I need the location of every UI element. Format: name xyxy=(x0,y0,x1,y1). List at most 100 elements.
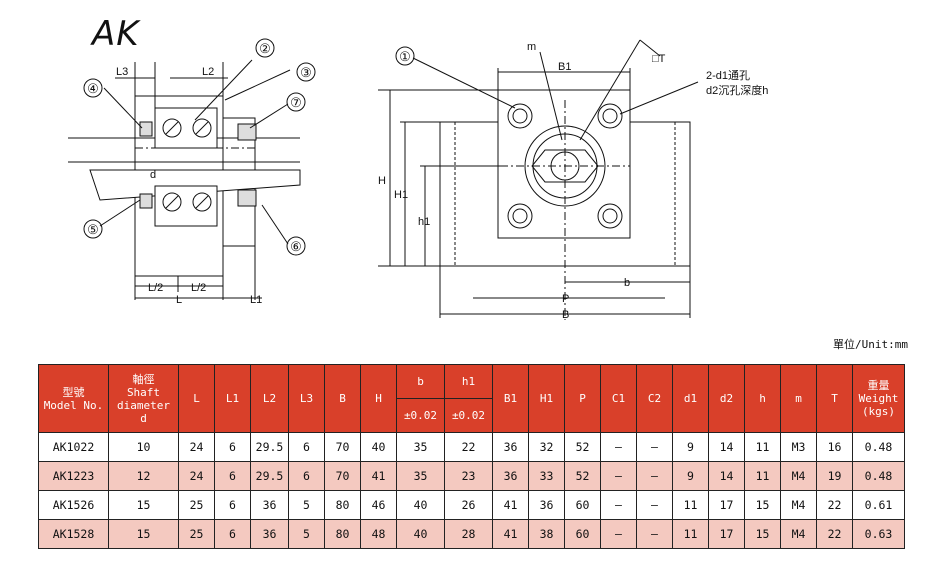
header-L3: L3 xyxy=(288,364,325,433)
table-cell: 32 xyxy=(528,432,565,462)
callout-1-label: ① xyxy=(399,49,411,64)
table-cell: 70 xyxy=(324,432,361,462)
table-cell: 41 xyxy=(492,519,529,549)
table-cell: 12 xyxy=(108,461,179,491)
table-cell: – xyxy=(636,519,673,549)
dim-B: B xyxy=(562,309,569,321)
callout-6 xyxy=(286,236,306,256)
table-cell: 26 xyxy=(444,490,493,520)
table-cell: 52 xyxy=(564,432,601,462)
table-cell: 80 xyxy=(324,519,361,549)
table-cell: 15 xyxy=(744,519,781,549)
table-cell: 16 xyxy=(816,432,853,462)
dim-L-half-1: L/2 xyxy=(148,282,163,294)
dim-L2: L2 xyxy=(202,66,214,78)
table-cell: 25 xyxy=(178,490,215,520)
table-cell: 5 xyxy=(288,519,325,549)
table-cell: 23 xyxy=(444,461,493,491)
table-cell: 29.5 xyxy=(250,461,289,491)
header-P: P xyxy=(564,364,601,433)
table-cell: 9 xyxy=(672,461,709,491)
header-H1: H1 xyxy=(528,364,565,433)
header-d1: d1 xyxy=(672,364,709,433)
header-B: B xyxy=(324,364,361,433)
table-cell: 24 xyxy=(178,461,215,491)
table-cell: 14 xyxy=(708,432,745,462)
table-cell: 6 xyxy=(214,461,251,491)
dim-T: □T xyxy=(652,53,666,65)
header-L: L xyxy=(178,364,215,433)
header-h: h xyxy=(744,364,781,433)
header-T: T xyxy=(816,364,853,433)
table-cell: 0.63 xyxy=(852,519,905,549)
table-cell: 11 xyxy=(672,490,709,520)
table-cell: 0.48 xyxy=(852,461,905,491)
table-cell: 40 xyxy=(396,490,445,520)
callout-5 xyxy=(83,219,103,239)
header-C1: C1 xyxy=(600,364,637,433)
table-cell: 41 xyxy=(492,490,529,520)
header-C2: C2 xyxy=(636,364,673,433)
table-cell: 36 xyxy=(528,490,565,520)
table-cell: M4 xyxy=(780,490,817,520)
table-cell: 22 xyxy=(816,490,853,520)
callout-3-label: ③ xyxy=(300,65,312,80)
dim-B1: B1 xyxy=(558,61,571,73)
table-cell: 0.61 xyxy=(852,490,905,520)
table-cell: 0.48 xyxy=(852,432,905,462)
dim-m: m xyxy=(527,41,536,53)
table-cell: 5 xyxy=(288,490,325,520)
table-cell: 22 xyxy=(444,432,493,462)
header-b-tolerance: ±0.02 xyxy=(396,398,445,433)
front-view xyxy=(378,39,699,320)
table-cell: 6 xyxy=(214,490,251,520)
dim-L3: L3 xyxy=(116,66,128,78)
table-cell: 60 xyxy=(564,490,601,520)
dim-d: d xyxy=(150,169,156,181)
header-b: b xyxy=(396,364,445,399)
dim-L-half-2: L/2 xyxy=(191,282,206,294)
page-title: AK xyxy=(92,14,140,54)
dim-H1: H1 xyxy=(394,189,408,201)
table-cell: – xyxy=(636,490,673,520)
table-cell: 15 xyxy=(108,519,179,549)
table-cell: 40 xyxy=(396,519,445,549)
callout-7-label: ⑦ xyxy=(290,95,302,110)
callout-5-label: ⑤ xyxy=(87,222,99,237)
table-cell: 40 xyxy=(360,432,397,462)
table-cell: 24 xyxy=(178,432,215,462)
header-L2: L2 xyxy=(250,364,289,433)
callout-7 xyxy=(286,92,306,112)
table-cell: 6 xyxy=(288,432,325,462)
table-cell: 15 xyxy=(108,490,179,520)
table-cell: 11 xyxy=(744,461,781,491)
table-cell: 41 xyxy=(360,461,397,491)
table-cell: 14 xyxy=(708,461,745,491)
table-cell: 52 xyxy=(564,461,601,491)
callout-2-label: ② xyxy=(259,41,271,56)
table-cell: M4 xyxy=(780,519,817,549)
unit-label: 單位/Unit:mm xyxy=(833,338,908,351)
table-cell: AK1526 xyxy=(38,490,109,520)
dim-b: b xyxy=(624,277,630,289)
table-cell: 80 xyxy=(324,490,361,520)
dim-L: L xyxy=(176,294,182,306)
table-cell: 33 xyxy=(528,461,565,491)
table-cell: 10 xyxy=(108,432,179,462)
header-B1: B1 xyxy=(492,364,529,433)
callout-2 xyxy=(255,38,275,58)
table-cell: 38 xyxy=(528,519,565,549)
table-cell: – xyxy=(600,490,637,520)
table-cell: 11 xyxy=(744,432,781,462)
table-cell: – xyxy=(600,461,637,491)
header-m: m xyxy=(780,364,817,433)
table-cell: M3 xyxy=(780,432,817,462)
